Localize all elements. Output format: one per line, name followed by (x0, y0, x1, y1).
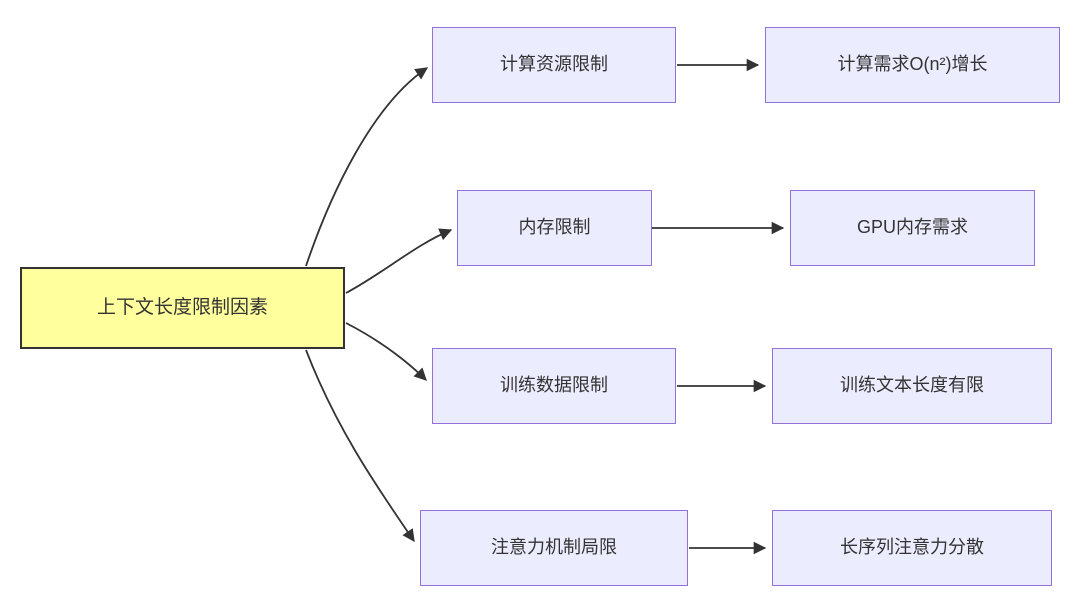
node-label: GPU内存需求 (856, 217, 968, 238)
node-label: 内存限制 (518, 217, 591, 238)
node-training-data-limit: 训练数据限制 (432, 348, 676, 424)
edge-root-to-attention-limit (305, 349, 415, 543)
edge-root-to-memory-limit (345, 228, 453, 294)
edge-root-to-compute-limit (305, 67, 429, 267)
node-training-text-length-limit: 训练文本长度有限 (772, 348, 1052, 424)
node-gpu-memory-demand: GPU内存需求 (790, 190, 1035, 266)
node-label: 计算资源限制 (500, 54, 608, 75)
node-long-sequence-attention-dispersion: 长序列注意力分散 (772, 510, 1052, 586)
node-memory-limit: 内存限制 (457, 190, 652, 266)
edge-root-to-training-data-limit (345, 322, 427, 381)
node-compute-demand-growth: 计算需求O(n²)增长 (765, 27, 1060, 103)
node-label: 训练文本长度有限 (840, 375, 984, 396)
node-label: 计算需求O(n²)增长 (837, 54, 988, 75)
node-label: 上下文长度限制因素 (96, 296, 268, 318)
node-label: 长序列注意力分散 (840, 537, 984, 558)
node-attention-mechanism-limit: 注意力机制局限 (420, 510, 688, 586)
node-compute-resource-limit: 计算资源限制 (432, 27, 676, 103)
node-root-context-length-factors: 上下文长度限制因素 (20, 267, 345, 349)
node-label: 训练数据限制 (500, 375, 608, 396)
node-label: 注意力机制局限 (491, 537, 617, 558)
